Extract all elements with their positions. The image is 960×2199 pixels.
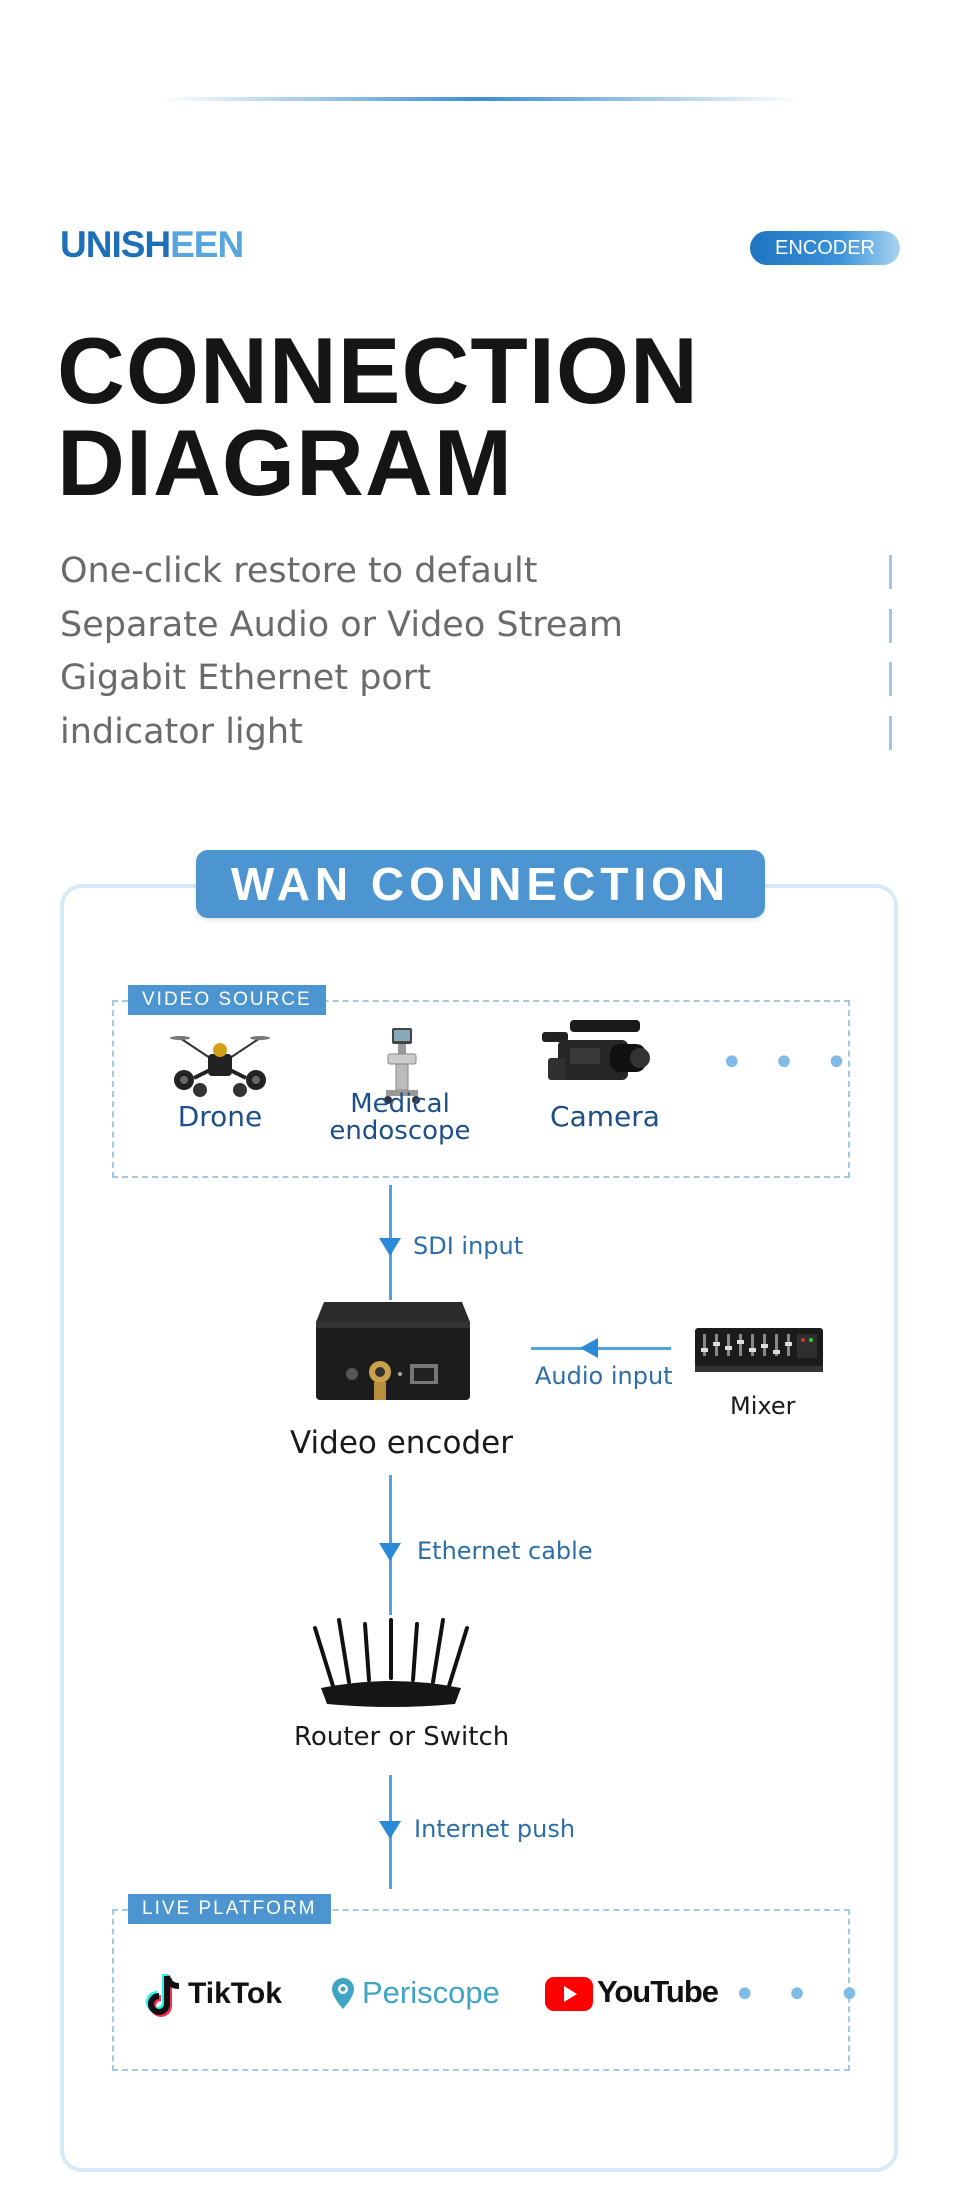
video-encoder-icon — [312, 1300, 472, 1408]
feature-text: Gigabit Ethernet port — [60, 658, 431, 698]
feature-divider — [889, 662, 892, 696]
sdi-input-label: SDI input — [413, 1232, 523, 1260]
ethernet-cable-label: Ethernet cable — [417, 1537, 593, 1565]
ethernet-arrow — [379, 1543, 401, 1561]
title-line-1: CONNECTION — [57, 325, 699, 417]
drone-label: Drone — [160, 1100, 280, 1133]
youtube-icon — [545, 1977, 593, 2011]
feature-text: indicator light — [60, 712, 303, 752]
sdi-arrow — [379, 1238, 401, 1256]
feature-divider — [889, 609, 892, 643]
more-platforms-dots: • • • — [733, 1972, 869, 2018]
video-encoder-label: Video encoder — [290, 1425, 513, 1461]
router-label: Router or Switch — [294, 1722, 509, 1752]
tiktok-label: TikTok — [188, 1977, 282, 2011]
wan-connection-header: WAN CONNECTION — [196, 850, 765, 918]
medical-label-line2: endoscope — [315, 1118, 485, 1145]
medical-endoscope-label: Medical endoscope — [315, 1091, 485, 1145]
feature-item: indicator light — [60, 706, 910, 760]
page-title: CONNECTION DIAGRAM — [57, 325, 699, 509]
live-platform-tag: LIVE PLATFORM — [128, 1894, 331, 1924]
medical-label-line1: Medical — [315, 1091, 485, 1118]
feature-text: Separate Audio or Video Stream — [60, 605, 623, 645]
tiktok-icon — [143, 1972, 187, 2020]
periscope-label: Periscope — [362, 1975, 500, 2011]
feature-item: One-click restore to default — [60, 545, 910, 599]
feature-text: One-click restore to default — [60, 551, 537, 591]
top-divider — [160, 97, 800, 101]
mixer-icon — [693, 1322, 825, 1374]
youtube-label: YouTube — [597, 1974, 718, 2010]
more-sources-dots: • • • — [720, 1040, 856, 1086]
feature-divider — [889, 555, 892, 589]
logo-text-part2: EEN — [170, 224, 243, 265]
feature-item: Separate Audio or Video Stream — [60, 599, 910, 653]
title-line-2: DIAGRAM — [57, 417, 699, 509]
unisheen-logo: UNISHEEN — [60, 224, 243, 266]
mixer-label: Mixer — [730, 1392, 795, 1420]
drone-icon — [170, 1030, 270, 1100]
internet-push-label: Internet push — [414, 1815, 575, 1843]
router-icon — [305, 1618, 477, 1710]
feature-item: Gigabit Ethernet port — [60, 652, 910, 706]
periscope-icon — [330, 1976, 356, 2012]
audio-arrow — [580, 1338, 598, 1358]
internet-arrow — [379, 1821, 401, 1839]
logo-text-part1: UNISH — [60, 224, 170, 265]
feature-divider — [889, 716, 892, 750]
audio-input-label: Audio input — [535, 1362, 673, 1390]
video-source-tag: VIDEO SOURCE — [128, 985, 326, 1015]
camcorder-icon — [540, 1014, 650, 1094]
encoder-badge: ENCODER — [750, 231, 900, 265]
feature-list: One-click restore to default Separate Au… — [60, 545, 910, 759]
camera-label: Camera — [545, 1100, 665, 1133]
audio-line — [531, 1347, 671, 1350]
